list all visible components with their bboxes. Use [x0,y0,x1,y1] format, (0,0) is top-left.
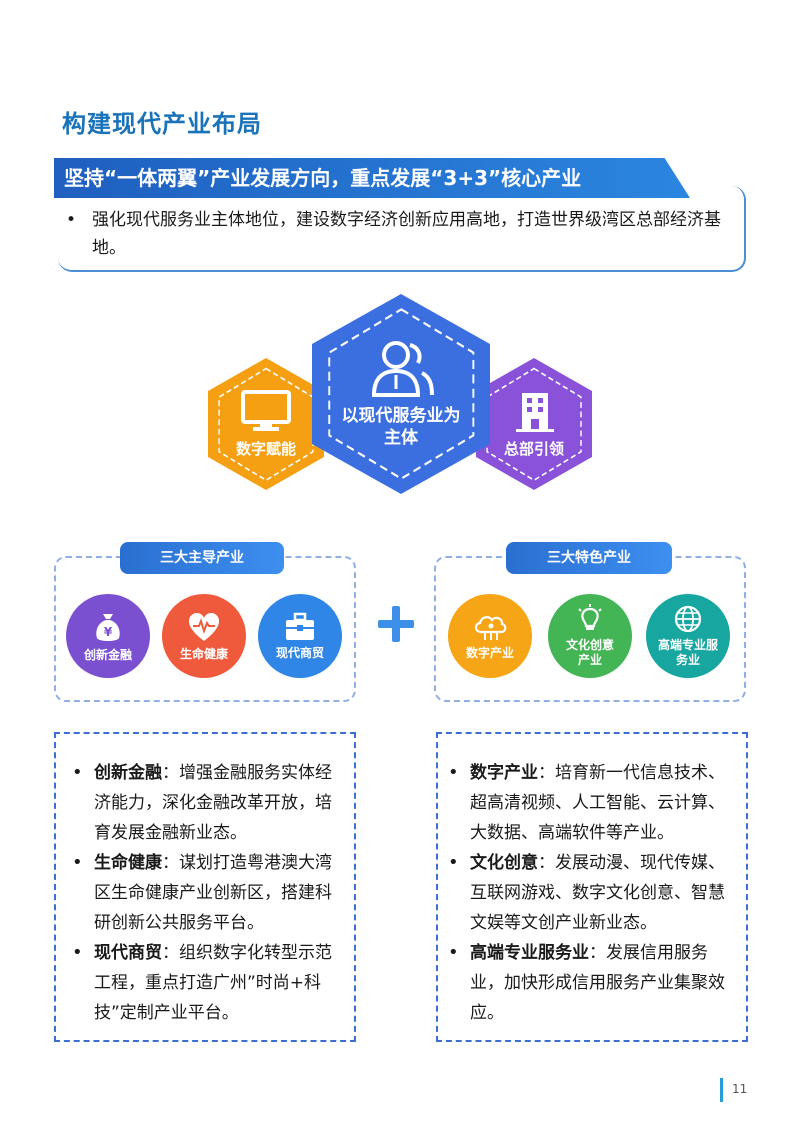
item-separator: ： [538,853,555,873]
list-item: 高端专业服务业：发展信用服务业，加快形成信用服务产业集聚效应。 [448,938,738,1028]
leading-industries-details: 创新金融：增强金融服务实体经济能力，深化金融改革开放，培育发展金融新业态。 生命… [54,732,356,1042]
item-separator: ： [162,763,179,783]
page-number: 11 [732,1082,748,1096]
dashed-border [486,367,582,481]
item-term: 高端专业服务业 [470,943,589,963]
list-item: 现代商贸：组织数字化转型示范工程，重点打造广州”时尚+科技”定制产业平台。 [72,938,340,1028]
item-separator: ： [538,763,555,783]
item-text: 谋划打造粤港澳大湾区生命健康产业创新区，搭建科研创新公共服务平台。 [94,853,332,933]
banner-frame [58,186,746,272]
banner-text-block: • 强化现代服务业主体地位，建设数字经济创新应用高地，打造世界级湾区总部经济基地… [66,206,726,262]
banner-text: 强化现代服务业主体地位，建设数字经济创新应用高地，打造世界级湾区总部经济基地。 [92,210,721,258]
lightbulb-icon [578,604,602,630]
hex-hq-lead: 总部引领 [476,358,592,490]
svg-text:¥: ¥ [104,625,113,639]
hex-digital-empower: 数字赋能 [208,358,324,490]
building-icon [515,392,554,432]
bullet: • [66,210,77,230]
circle-label: 创新金融 [83,647,132,662]
item-term: 文化创意 [470,853,538,873]
circle-label: 文化创意产业 [565,638,614,667]
cloud-circuit-icon [474,615,507,640]
item-text: 发展动漫、现代传媒、互联网游戏、数字文化创意、智慧文娱等文创产业新业态。 [470,853,725,933]
item-text: 增强金融服务实体经济能力，深化金融改革开放，培育发展金融新业态。 [94,763,332,843]
list-item: 数字产业：培育新一代信息技术、超高清视频、人工智能、云计算、大数据、高端软件等产… [448,758,738,848]
hex-modern-service: 以现代服务业为主体 [312,294,490,494]
item-text: 组织数字化转型示范工程，重点打造广州”时尚+科技”定制产业平台。 [94,943,332,1023]
dashed-border [327,308,474,480]
list-item: 创新金融：增强金融服务实体经济能力，深化金融改革开放，培育发展金融新业态。 [72,758,340,848]
item-text: 发展信用服务业，加快形成信用服务产业集聚效应。 [470,943,725,1023]
item-term: 数字产业 [470,763,538,783]
item-separator: ： [589,943,606,963]
circle-cultural-creative: 文化创意产业 [548,594,632,678]
monitor-icon [240,389,291,431]
circle-label: 高端专业服务业 [658,638,719,667]
list-item: 生命健康：谋划打造粤港澳大湾区生命健康产业创新区，搭建科研创新公共服务平台。 [72,848,340,938]
featured-industries-details: 数字产业：培育新一代信息技术、超高清视频、人工智能、云计算、大数据、高端软件等产… [436,732,748,1042]
hex-label: 数字赋能 [235,439,296,458]
money-bag-icon: ¥ [96,613,120,641]
dashed-border [218,367,314,481]
circle-label: 生命健康 [179,646,228,661]
hex-label: 以现代服务业为主体 [341,406,461,448]
plus-icon [378,606,414,642]
circle-label: 现代商贸 [275,645,324,660]
hex-label: 总部引领 [503,439,564,458]
banner-heading: 坚持“一体两翼”产业发展方向，重点发展“3+3”核心产业 [54,158,690,198]
list-item: 文化创意：发展动漫、现代传媒、互联网游戏、数字文化创意、智慧文娱等文创产业新业态… [448,848,738,938]
item-separator: ： [162,853,179,873]
briefcase-icon [286,612,314,640]
leading-industries-tag: 三大主导产业 [120,542,284,574]
circle-professional-service: 高端专业服务业 [646,594,730,678]
heart-pulse-icon [189,612,219,641]
circle-label: 数字产业 [465,645,514,660]
item-text: 培育新一代信息技术、超高清视频、人工智能、云计算、大数据、高端软件等产业。 [470,763,725,843]
item-term: 生命健康 [94,853,162,873]
circle-modern-trade: 现代商贸 [258,594,342,678]
page-number-bar [720,1078,723,1102]
item-separator: ： [162,943,179,963]
circle-digital-industry: 数字产业 [448,594,532,678]
globe-icon [674,605,702,633]
item-term: 现代商贸 [94,943,162,963]
circle-innovative-finance: ¥ 创新金融 [66,594,150,678]
page-title: 构建现代产业布局 [62,110,262,138]
item-term: 创新金融 [94,763,162,783]
featured-industries-tag: 三大特色产业 [506,542,672,574]
circle-life-health: 生命健康 [162,594,246,678]
people-icon [371,341,434,397]
